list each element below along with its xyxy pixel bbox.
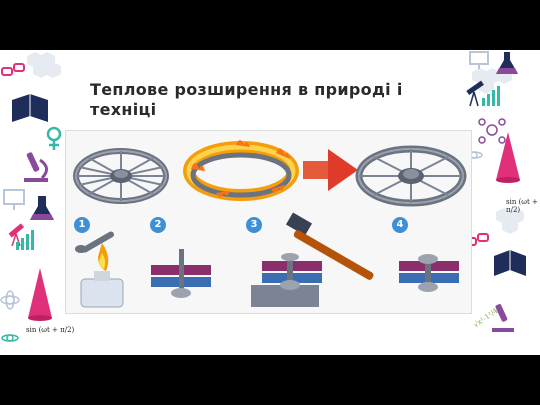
step-badge-3: 3 — [246, 217, 262, 233]
thermal-expansion-illustration — [73, 140, 467, 308]
molecule-icon — [478, 118, 506, 144]
step-badge-4: 4 — [392, 217, 408, 233]
hexagon-pattern — [496, 208, 524, 234]
arrow-icon — [303, 149, 358, 191]
glasses-icon — [1, 63, 25, 76]
page-title: Теплове розширення в природі і техніці — [90, 80, 403, 119]
wheel-expanded — [355, 145, 467, 207]
formula-left: sin (ωt + π/2) — [26, 326, 75, 334]
microscope-icon — [24, 152, 48, 182]
flask-icon — [496, 52, 518, 74]
hexagon-pattern — [27, 52, 61, 78]
venus-icon — [46, 126, 62, 150]
formula-right: sin (ωt + π/2) — [506, 198, 538, 214]
right-decoration — [465, 51, 526, 332]
step-badge-1: 1 — [74, 217, 90, 233]
monitor-icon — [469, 51, 489, 69]
atom-icon — [0, 290, 20, 310]
rivet-step-2 — [151, 249, 211, 298]
book-icon — [494, 250, 526, 276]
wheel-cold — [73, 148, 169, 204]
telescope-icon — [8, 223, 25, 247]
cone-icon — [28, 268, 52, 321]
figure-panel: 1 2 3 4 — [65, 130, 472, 314]
book-icon — [12, 94, 48, 122]
bar-chart-icon — [482, 86, 500, 106]
heated-ring — [183, 140, 299, 201]
slide: √x²-1²/4 — [0, 50, 540, 355]
microscope-icon — [492, 304, 514, 332]
burner-scene — [75, 231, 124, 308]
monitor-icon — [3, 189, 25, 210]
rivet-step-3 — [251, 253, 322, 307]
hammer-icon — [285, 212, 374, 280]
cone-icon — [496, 132, 520, 183]
rivet-step-4 — [399, 254, 459, 292]
bar-chart-icon — [16, 230, 34, 250]
atom-icon — [1, 334, 19, 342]
step-badge-2: 2 — [150, 217, 166, 233]
telescope-icon — [466, 80, 484, 107]
flask-icon — [30, 196, 54, 220]
left-decoration: √x²-1²/4 — [0, 52, 80, 342]
